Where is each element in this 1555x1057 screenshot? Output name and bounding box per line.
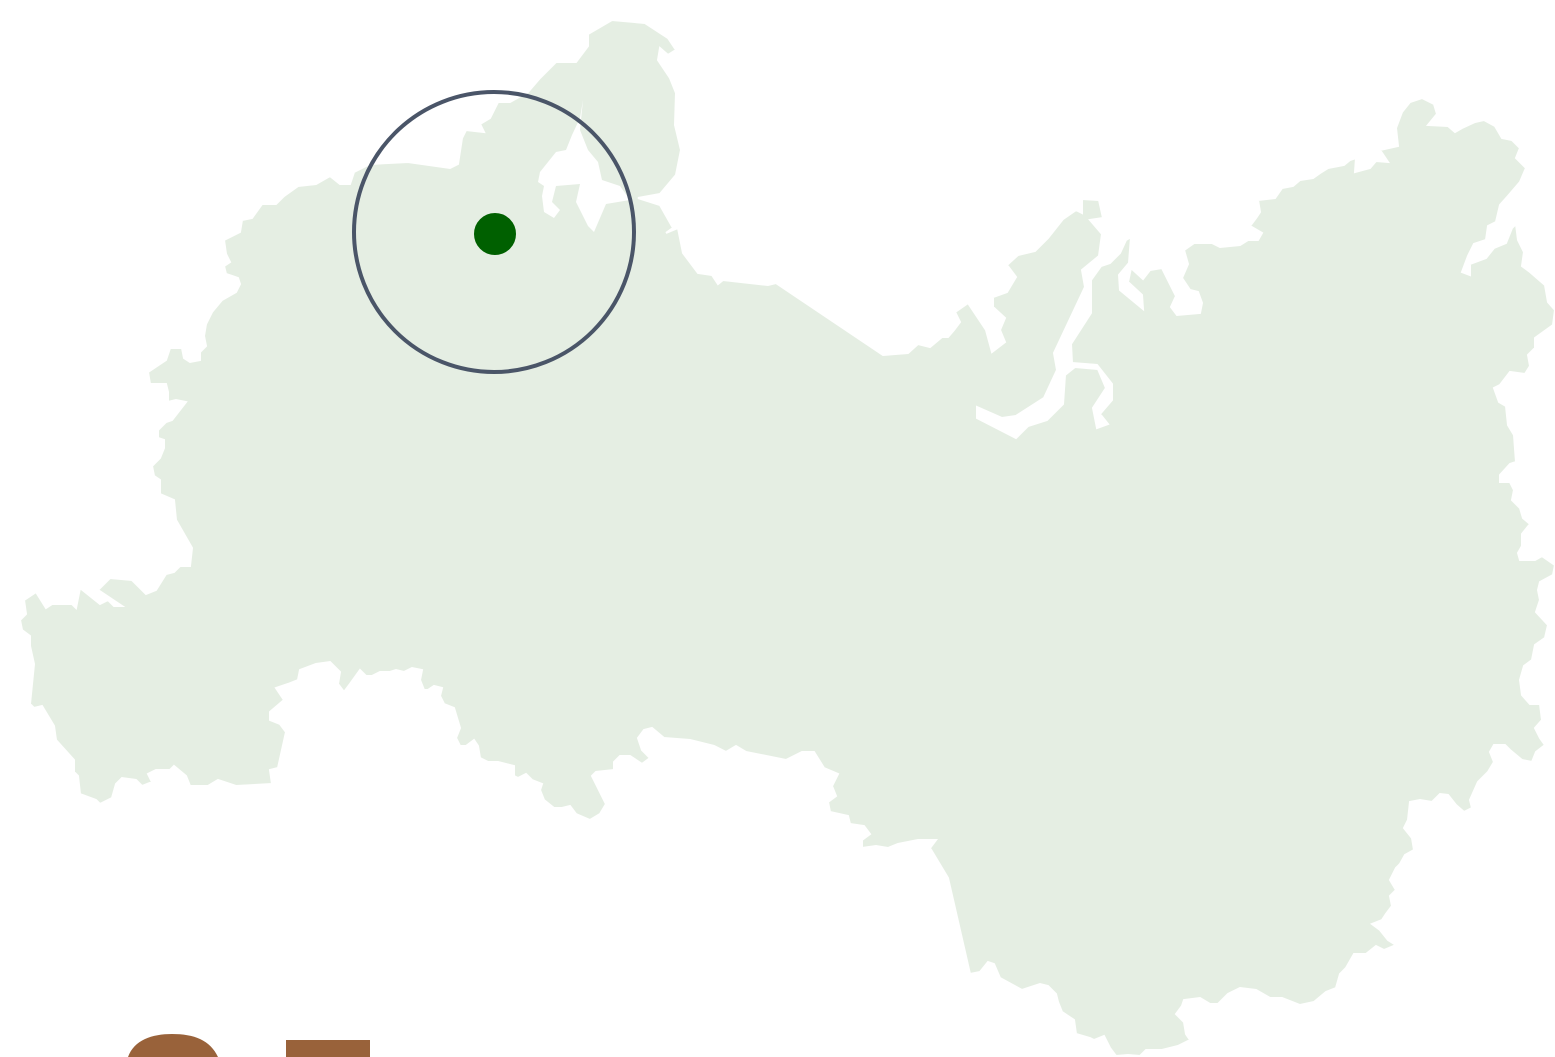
bay-shape	[538, 100, 630, 232]
label-glyph-fragment-round	[128, 1034, 218, 1057]
location-dot-icon[interactable]	[472, 211, 518, 257]
region-shape	[18, 18, 1555, 1057]
label-glyph-fragment-square	[286, 1040, 370, 1057]
highlight-circle	[352, 90, 636, 374]
cropped-label-glyphs	[128, 1034, 370, 1057]
